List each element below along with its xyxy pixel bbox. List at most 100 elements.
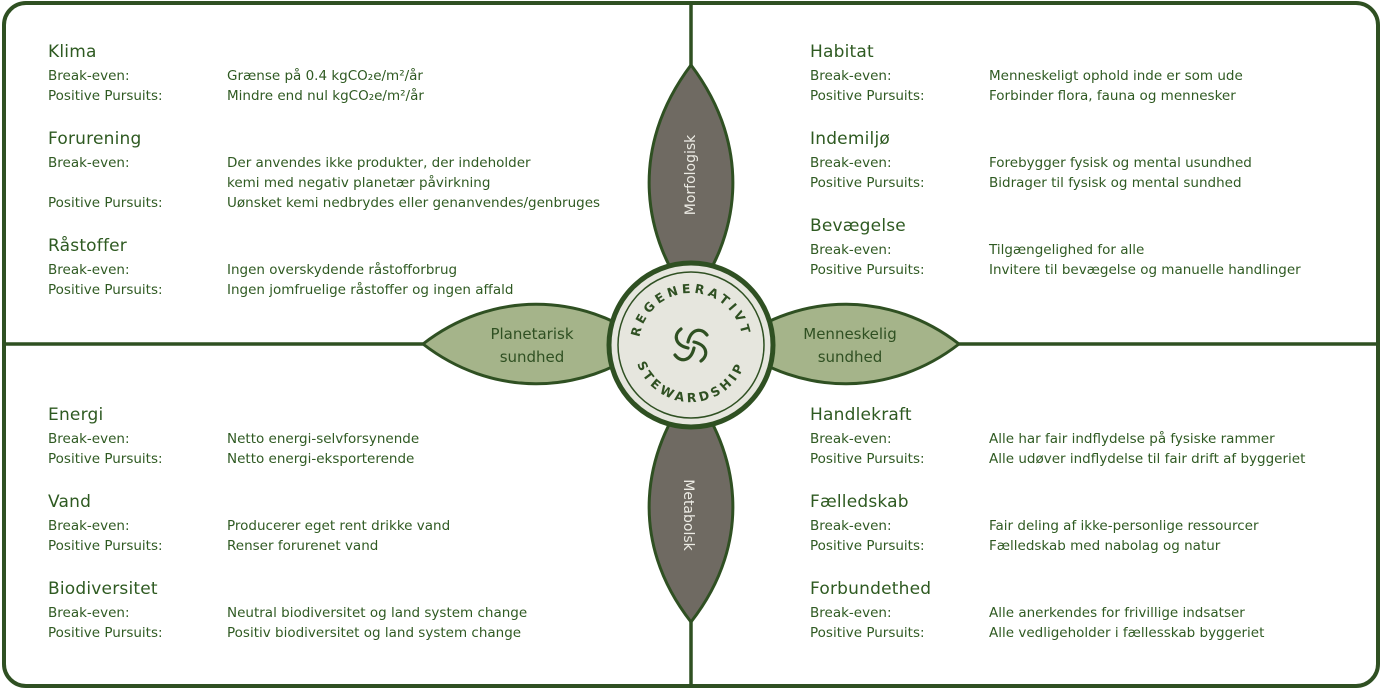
criteria-row: Positive Pursuits: Ingen jomfruelige råst… xyxy=(48,280,648,300)
petal-right xyxy=(729,302,962,386)
criteria-row-label: Positive Pursuits: xyxy=(810,625,925,641)
criteria-title: Råstoffer xyxy=(48,236,127,256)
criteria-row-text: Bidrager til fysisk og mental sundhed xyxy=(989,175,1242,191)
criteria-row-text: Der anvendes ikke produkter, der indehol… xyxy=(227,155,531,191)
criteria-row-text: Fælledskab med nabolag og natur xyxy=(989,538,1221,554)
criteria-row-text: Ingen jomfruelige råstoffer og ingen aff… xyxy=(227,282,514,298)
petal-right-label-line1: Menneskelig xyxy=(803,325,896,343)
criteria-row-label: Positive Pursuits: xyxy=(48,88,163,104)
criteria-row: Break-even:Menneskeligt ophold inde er s… xyxy=(810,66,1370,86)
petal-bottom xyxy=(647,387,735,625)
criteria-row: Break-even: Tilgængelighed for alle xyxy=(810,240,1370,260)
criteria-row-label: Break-even: xyxy=(48,431,130,447)
petal-bottom-label: Metabolsk xyxy=(680,479,696,551)
criteria-row: Break-even: Der anvendes ikke produkter, … xyxy=(48,153,648,193)
criteria-row-label: Positive Pursuits: xyxy=(48,625,163,641)
criteria-title: Bevægelse xyxy=(810,216,906,236)
criteria-title: Fælledskab xyxy=(810,492,909,512)
criteria-row: Positive Pursuits: Alle udøver indflydels… xyxy=(810,449,1370,469)
criteria-title: Forurening xyxy=(48,129,142,149)
criteria-row-text: Tilgængelighed for alle xyxy=(989,242,1145,258)
criteria-row-text: Alle udøver indflydelse til fair drift a… xyxy=(989,451,1306,467)
petal-left-label-line2: sundhed xyxy=(500,348,565,366)
criteria-row-label: Positive Pursuits: xyxy=(810,451,925,467)
center-badge-inner-ring xyxy=(617,271,765,419)
criteria-title: Klima xyxy=(48,42,97,62)
criteria-row-text: Forbinder flora, fauna og mennesker xyxy=(989,88,1236,104)
criteria-title: Habitat xyxy=(810,42,874,62)
criteria-row-label: Break-even: xyxy=(48,518,130,534)
petal-right-label-line2: sundhed xyxy=(818,348,883,366)
criteria-row-label: Break-even: xyxy=(810,242,892,258)
criteria-row-label: Break-even: xyxy=(48,68,130,84)
criteria-row-label: Break-even: xyxy=(48,155,130,171)
criteria-row-text: Fair deling af ikke-personlige ressource… xyxy=(989,518,1259,534)
criteria-row: Break-even: Fair deling af ikke-personlig… xyxy=(810,516,1370,536)
criteria-row: Positive Pursuits: Renser forurenet vand xyxy=(48,536,648,556)
criteria-row-label: Break-even: xyxy=(48,605,130,621)
petal-top-label: Morfologisk xyxy=(683,134,699,215)
criteria-row: Break-even: Producerer eget rent drikke v… xyxy=(48,516,648,536)
criteria-row-text: Uønsket kemi nedbrydes eller genanvendes… xyxy=(227,195,601,211)
criteria-row: Positive Pursuits:Positiv biodiversitet … xyxy=(48,623,648,643)
criteria-row-label: Positive Pursuits: xyxy=(810,538,925,554)
criteria-row-text: Mindre end nul kgCO₂e/m²/år xyxy=(227,88,424,104)
criteria-row-text: Menneskeligt ophold inde er som ude xyxy=(989,68,1243,84)
criteria-row-label: Positive Pursuits: xyxy=(810,88,925,104)
criteria-row-text: Alle anerkendes for frivillige indsatser xyxy=(989,605,1245,621)
criteria-row-label: Positive Pursuits: xyxy=(48,451,163,467)
criteria-row-text: Alle vedligeholder i fællesskab byggerie… xyxy=(989,625,1265,641)
criteria-row-text: Producerer eget rent drikke vand xyxy=(227,518,451,534)
criteria-row: Positive Pursuits: Uønsket kemi nedbrydes… xyxy=(48,193,648,213)
criteria-row: Positive Pursuits: Netto energi-eksporter… xyxy=(48,449,648,469)
criteria-row: Break-even:Alle anerkendes for frivillig… xyxy=(810,603,1370,623)
criteria-row-text: Renser forurenet vand xyxy=(227,538,379,554)
criteria-row-text: Ingen overskydende råstofforbrug xyxy=(227,262,458,278)
criteria-row: Break-even:Netto energi-selvforsynende xyxy=(48,429,648,449)
criteria-title: Biodiversitet xyxy=(48,579,158,599)
criteria-row: Break-even: Ingen overskydende råstofforb… xyxy=(48,260,648,280)
criteria-row: Positive Pursuits: Invitere til bevægelse… xyxy=(810,260,1370,280)
criteria-row: Positive Pursuits: Forbinder flora, fauna… xyxy=(810,86,1370,106)
criteria-row-label: Break-even: xyxy=(810,518,892,534)
criteria-row: Positive Pursuits: Fælledskab med nabolag… xyxy=(810,536,1370,556)
swirl-logo-icon xyxy=(673,327,709,363)
criteria-title: Indemiljø xyxy=(810,129,890,149)
criteria-title: Vand xyxy=(48,492,92,512)
criteria-row: Positive Pursuits: Mindre end nul kgCO₂e/… xyxy=(48,86,648,106)
criteria-row: Positive Pursuits: Alle vedligeholder i f… xyxy=(810,623,1370,643)
criteria-row-label: Positive Pursuits: xyxy=(810,262,925,278)
criteria-row: Positive Pursuits: Bidrager til fysisk og… xyxy=(810,173,1370,193)
criteria-row-label: Break-even: xyxy=(48,262,130,278)
criteria-row-label: Positive Pursuits: xyxy=(810,175,925,191)
criteria-row: Break-even:Forebygger fysisk og mental u… xyxy=(810,153,1370,173)
criteria-title: Energi xyxy=(48,405,104,425)
criteria-row-label: Break-even: xyxy=(810,431,892,447)
criteria-row-text: Neutral biodiversitet og land system cha… xyxy=(227,605,528,621)
criteria-title: Forbundethed xyxy=(810,579,932,599)
criteria-row-label: Positive Pursuits: xyxy=(48,195,163,211)
criteria-row: Break-even:Alle har fair indflydelse på … xyxy=(810,429,1370,449)
criteria-row-label: Positive Pursuits: xyxy=(48,282,163,298)
criteria-title: Handlekraft xyxy=(810,405,912,425)
petal-left-label-line1: Planetarisk xyxy=(490,325,573,343)
criteria-row: Break-even:Grænse på 0.4 kgCO₂e/m²/år xyxy=(48,66,648,86)
criteria-row-text: Netto energi-eksporterende xyxy=(227,451,415,467)
criteria-row-label: Positive Pursuits: xyxy=(48,538,163,554)
criteria-row-text: Invitere til bevægelse og manuelle handl… xyxy=(989,262,1301,278)
